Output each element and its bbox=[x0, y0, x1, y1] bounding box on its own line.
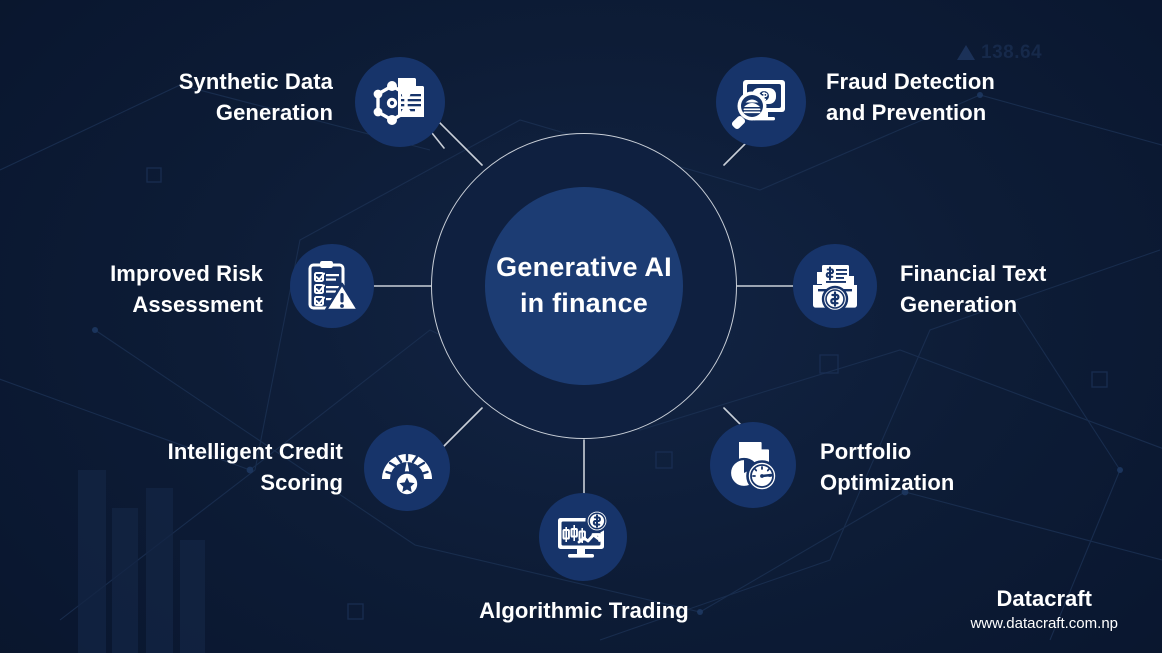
label-improved-risk-assessment: Improved Risk Assessment bbox=[110, 261, 263, 318]
label-portfolio-optimization: Portfolio Optimization bbox=[820, 439, 955, 496]
label-algorithmic-trading: Algorithmic Trading bbox=[479, 598, 689, 623]
node-financial-text-generation[interactable] bbox=[793, 244, 877, 328]
triangle-icon bbox=[957, 45, 975, 60]
label-financial-text-generation: Financial Text Generation bbox=[900, 261, 1047, 318]
brand-name: Datacraft bbox=[996, 586, 1092, 612]
folder-documents-dollar-icon bbox=[813, 265, 857, 313]
node-portfolio-optimization[interactable] bbox=[710, 422, 796, 508]
node-algorithmic-trading[interactable] bbox=[539, 493, 627, 581]
gauge-star-icon bbox=[382, 452, 432, 497]
background-watermark: 138.64 bbox=[957, 42, 1042, 64]
node-intelligent-credit-scoring[interactable] bbox=[364, 425, 450, 511]
node-improved-risk-assessment[interactable] bbox=[290, 244, 374, 328]
hub-center: Generative AI in finance bbox=[485, 187, 683, 385]
clipboard-warning-icon bbox=[308, 261, 360, 312]
document-piechart-clock-icon bbox=[728, 442, 778, 492]
document-network-icon bbox=[373, 78, 424, 125]
brand-url: www.datacraft.com.np bbox=[970, 614, 1118, 632]
magnifier-money-monitor-icon bbox=[731, 80, 785, 130]
monitor-candlestick-dollar-icon bbox=[558, 509, 609, 558]
hub-outer-ring bbox=[431, 133, 737, 439]
label-fraud-detection-and-prevention: Fraud Detection and Prevention bbox=[826, 69, 995, 126]
connector-synthetic-data-generation bbox=[431, 132, 445, 149]
hub-title: Generative AI in finance bbox=[496, 252, 672, 318]
node-fraud-detection-and-prevention[interactable] bbox=[716, 57, 806, 147]
label-synthetic-data-generation: Synthetic Data Generation bbox=[178, 69, 333, 126]
node-synthetic-data-generation[interactable] bbox=[355, 57, 445, 147]
label-intelligent-credit-scoring: Intelligent Credit Scoring bbox=[167, 439, 343, 496]
brand-block: Datacraft www.datacraft.com.np bbox=[970, 586, 1118, 635]
watermark-value: 138.64 bbox=[981, 42, 1043, 63]
